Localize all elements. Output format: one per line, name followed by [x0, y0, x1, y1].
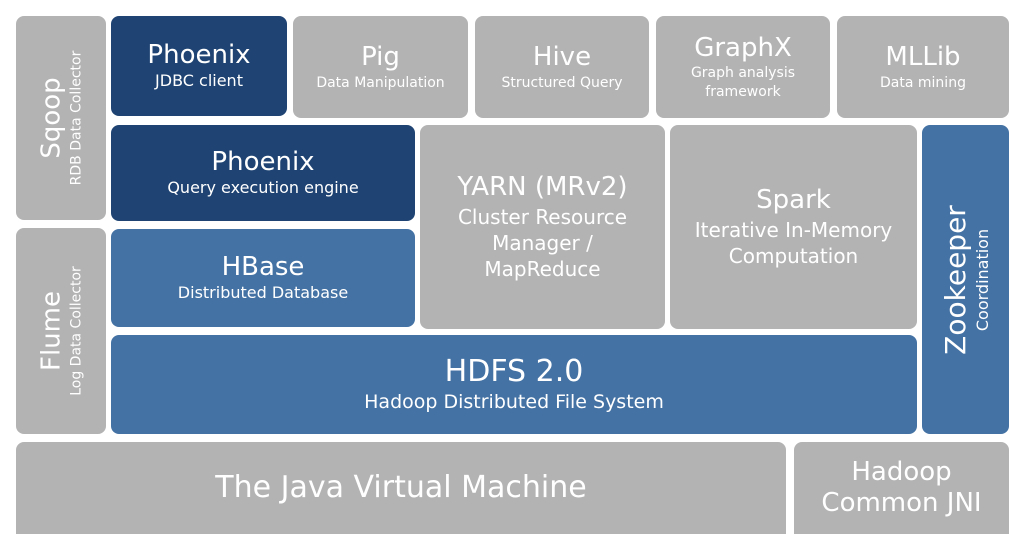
hive-subtitle: Structured Query: [501, 74, 623, 91]
phoenix-engine-subtitle: Query execution engine: [167, 178, 359, 198]
yarn-line2: Manager /: [492, 230, 593, 255]
mllib-subtitle: Data mining: [880, 74, 966, 91]
hbase-title: HBase: [221, 252, 305, 282]
spark-title: Spark: [756, 185, 831, 216]
hbase-subtitle: Distributed Database: [177, 283, 349, 303]
hdfs-subtitle: Hadoop Distributed File System: [364, 391, 664, 414]
sqoop-subtitle: RDB Data Collector: [68, 50, 85, 186]
jvm-title: The Java Virtual Machine: [215, 470, 587, 505]
phoenix-engine-block: Phoenix Query execution engine: [111, 125, 415, 221]
hive-block: Hive Structured Query: [475, 16, 649, 118]
sqoop-block: Sqoop RDB Data Collector: [16, 16, 106, 220]
pig-subtitle: Data Manipulation: [316, 74, 445, 91]
zookeeper-title: Zookeeper: [938, 204, 972, 355]
pig-title: Pig: [361, 42, 400, 73]
flume-title: Flume: [36, 291, 67, 371]
hive-title: Hive: [532, 42, 592, 73]
pig-block: Pig Data Manipulation: [293, 16, 468, 118]
hbase-block: HBase Distributed Database: [111, 229, 415, 327]
yarn-title: YARN (MRv2): [457, 172, 628, 203]
spark-block: Spark Iterative In-Memory Computation: [670, 125, 917, 329]
mllib-block: MLLib Data mining: [837, 16, 1009, 118]
hdfs-title: HDFS 2.0: [444, 354, 584, 390]
yarn-line1: Cluster Resource: [457, 204, 628, 229]
hdfs-block: HDFS 2.0 Hadoop Distributed File System: [111, 335, 917, 434]
yarn-block: YARN (MRv2) Cluster Resource Manager / M…: [420, 125, 665, 329]
spark-line1: Iterative In-Memory: [694, 217, 893, 242]
flume-subtitle: Log Data Collector: [68, 266, 85, 396]
phoenix-jdbc-title: Phoenix: [147, 40, 251, 70]
graphx-block: GraphX Graph analysis framework: [656, 16, 830, 118]
graphx-title: GraphX: [694, 33, 792, 64]
zookeeper-block: Zookeeper Coordination: [922, 125, 1009, 434]
graphx-subtitle-line1: Graph analysis: [690, 65, 796, 82]
mllib-title: MLLib: [885, 42, 961, 73]
jni-line1: Hadoop: [851, 456, 952, 487]
phoenix-jdbc-block: Phoenix JDBC client: [111, 16, 287, 116]
spark-line2: Computation: [728, 243, 859, 268]
phoenix-engine-title: Phoenix: [211, 147, 315, 177]
jvm-block: The Java Virtual Machine: [16, 442, 786, 534]
phoenix-jdbc-subtitle: JDBC client: [155, 71, 243, 91]
graphx-subtitle-line2: framework: [705, 83, 781, 100]
zookeeper-subtitle: Coordination: [971, 228, 991, 331]
jni-block: Hadoop Common JNI: [794, 442, 1009, 534]
yarn-line3: MapReduce: [484, 256, 601, 281]
jni-line2: Common JNI: [821, 488, 982, 518]
flume-block: Flume Log Data Collector: [16, 228, 106, 434]
sqoop-title: Sqoop: [36, 77, 67, 159]
